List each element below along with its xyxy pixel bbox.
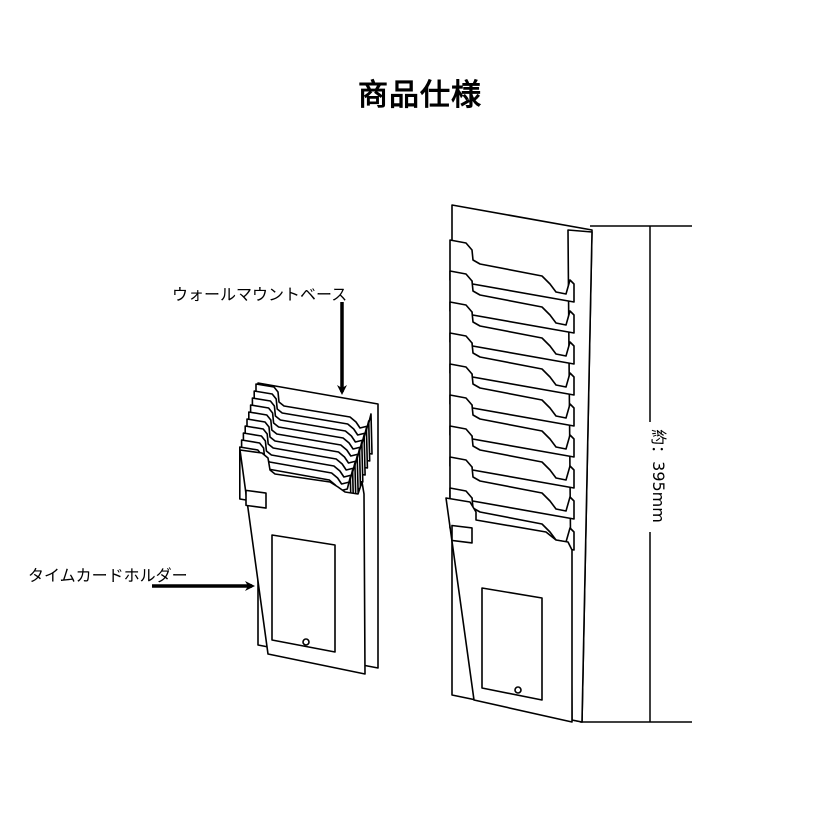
page-title: 商品仕様 bbox=[358, 78, 482, 113]
wall-mount-base-label: ウォールマウントベース bbox=[172, 285, 348, 304]
time-card-holder-label: タイムカードホルダー bbox=[28, 566, 188, 585]
tall-card-window bbox=[481, 587, 543, 701]
tall-card-holder-tab bbox=[451, 524, 473, 544]
screw-hole bbox=[302, 638, 310, 646]
tall-screw-hole bbox=[514, 686, 522, 694]
dimension-line bbox=[580, 225, 692, 723]
card-holder-tab bbox=[245, 489, 267, 509]
card-window bbox=[271, 534, 336, 653]
small-rack-illustration bbox=[239, 382, 379, 675]
tall-rack-illustration bbox=[445, 204, 593, 723]
